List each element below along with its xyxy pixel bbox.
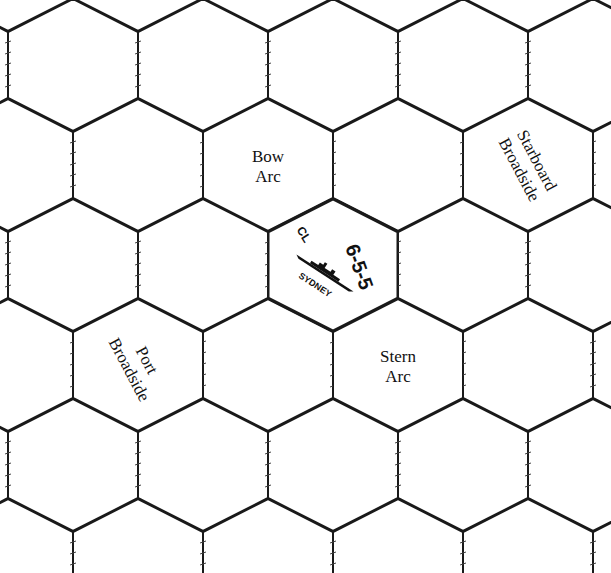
hex-label: Stern Arc — [370, 347, 426, 386]
hex-cell — [73, 99, 203, 231]
hex-node: Port Broadside — [73, 299, 203, 431]
hex-outline — [463, 99, 593, 231]
hex-cell — [463, 99, 593, 231]
hex-cell — [0, 399, 8, 531]
hex-cell — [73, 0, 203, 31]
hex-cell — [593, 99, 611, 231]
hex-cell — [333, 499, 463, 573]
hex-cell — [0, 199, 8, 331]
hex-cell — [8, 0, 138, 131]
hex-cell — [528, 399, 611, 531]
hex-label: Bow Arc — [245, 147, 291, 186]
hex-outline — [73, 299, 203, 431]
hex-cell — [0, 499, 73, 573]
hex-node: Starboard Broadside — [463, 99, 593, 231]
hex-cell — [203, 499, 333, 573]
hex-cell — [463, 0, 593, 31]
hex-cell — [0, 99, 73, 231]
hex-cell — [0, 0, 8, 131]
hex-node: Stern Arc — [333, 299, 463, 431]
hex-outline — [333, 299, 463, 431]
hex-cell — [463, 499, 593, 573]
hex-cell — [73, 299, 203, 431]
hex-cell — [0, 299, 73, 431]
hex-cell — [463, 299, 593, 431]
hex-cell — [73, 499, 203, 573]
hex-cell — [203, 0, 333, 31]
hex-cell — [593, 299, 611, 431]
hex-cell — [333, 0, 463, 31]
hex-cell — [593, 499, 611, 573]
